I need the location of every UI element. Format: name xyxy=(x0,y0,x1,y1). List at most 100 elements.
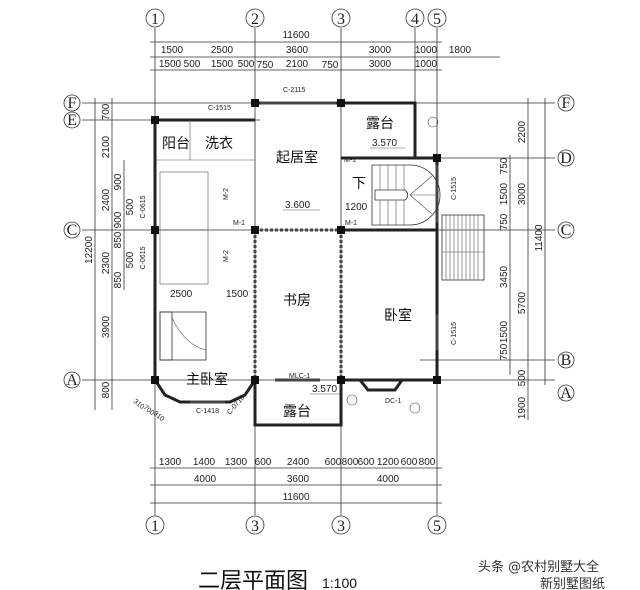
dimension-label: M-1 xyxy=(344,157,356,164)
dimension-label: 600 xyxy=(255,457,272,468)
dimension-label: F xyxy=(562,95,571,112)
axis-bubble-5: 5 xyxy=(427,8,447,28)
exterior-steps xyxy=(441,214,485,281)
dimension-label: 1500 xyxy=(499,320,510,343)
dimension-label: 500 xyxy=(125,251,136,268)
dimension-label: 750 xyxy=(499,213,510,230)
top-dimensions: 11600 1500 2500 3600 3000 1000 1800 1500… xyxy=(150,30,500,71)
axis-bubble-A: A xyxy=(63,371,81,389)
dimension-label: 5 xyxy=(433,518,441,535)
dimension-label: 1200 xyxy=(345,202,368,213)
dimension-label: 800 xyxy=(101,381,112,398)
axis-bubble-4: 4 xyxy=(405,8,425,28)
room-terrace-top: 露台 xyxy=(366,116,394,132)
dimension-label: 2400 xyxy=(101,188,112,211)
dimension-label: 2500 xyxy=(170,289,193,300)
watermark: 头条 @农村别墅大全 新别墅图纸 xyxy=(478,559,605,590)
dimension-label: 4000 xyxy=(377,474,400,485)
dimension-label: 12200 xyxy=(84,236,95,264)
axis-bubble-A-right: A xyxy=(557,384,575,402)
dimension-label: 2100 xyxy=(286,59,309,70)
room-laundry: 洗衣 xyxy=(205,136,233,152)
elevation-marks: 3.600 3.570 3.570 xyxy=(283,116,439,414)
bottom-dimensions: 1300 1400 1300 600 2400 600 800 600 1200… xyxy=(150,457,442,504)
dimension-label: 600 xyxy=(358,457,375,468)
dimension-label: 900 xyxy=(113,211,124,228)
dimension-label: 5 xyxy=(433,11,441,28)
dimension-label: 1000 xyxy=(415,45,438,56)
dimension-label: 850 xyxy=(113,271,124,288)
dimension-label: 700 xyxy=(101,103,112,120)
room-terrace-bottom: 露台 xyxy=(283,404,311,420)
dimension-label: C-0615 xyxy=(140,195,147,218)
dimension-label: 1000 xyxy=(415,59,438,70)
dimension-label: 1400 xyxy=(193,457,216,468)
room-bedroom: 卧室 xyxy=(384,307,412,324)
dimension-label: 310 xyxy=(152,410,166,423)
dimension-label: 1900 xyxy=(517,396,528,419)
stair-down-label: 下 xyxy=(352,176,366,192)
axis-bubbles: 1 2 3 4 5 1 3 3 5 F E C A F D C B A xyxy=(63,8,575,535)
dimension-label: 850 xyxy=(113,231,124,248)
dimension-label: 3.570 xyxy=(312,384,337,395)
dimension-label: A xyxy=(66,372,78,389)
dimension-label: C-0615 xyxy=(140,246,147,269)
drawing-title: 二层平面图 1:100 xyxy=(198,569,357,590)
dimension-label: B xyxy=(561,352,572,369)
dimension-label: 3 xyxy=(251,518,259,535)
dimension-label: 2 xyxy=(251,11,259,28)
right-dimensions: 11400 2200 3000 5700 500 1900 750 1500 7… xyxy=(499,98,546,420)
dimension-label: 3900 xyxy=(101,315,112,338)
axis-bubble-C-right: C xyxy=(557,221,575,239)
room-living: 起居室 xyxy=(276,149,318,166)
dimension-label: C xyxy=(561,222,572,239)
dimension-label: C-1515 xyxy=(451,177,458,200)
axis-bubble-F: F xyxy=(63,94,81,112)
dimension-label: C-1515 xyxy=(208,105,231,112)
axis-bubble-1: 1 xyxy=(145,8,165,28)
dimension-label: 3.600 xyxy=(285,200,310,211)
dimension-label: 4 xyxy=(411,11,419,28)
walls xyxy=(151,99,441,427)
dimension-label: 1500 xyxy=(499,182,510,205)
dimension-label: 750 xyxy=(499,343,510,360)
dimension-label: 1200 xyxy=(377,457,400,468)
axis-bubble-5-bottom: 5 xyxy=(427,515,447,535)
dimension-label: 3450 xyxy=(499,265,510,288)
room-labels: 阳台 洗衣 起居室 露台 下 书房 卧室 主卧室 露台 xyxy=(162,116,412,420)
dimension-label: 1300 xyxy=(225,457,248,468)
room-master-bedroom: 主卧室 xyxy=(186,371,228,388)
dimension-label: 1500 xyxy=(211,59,234,70)
dimension-label: 5700 xyxy=(517,291,528,314)
room-balcony: 阳台 xyxy=(162,136,190,152)
axis-bubble-B: B xyxy=(557,351,575,369)
axis-bubble-C: C xyxy=(63,221,81,239)
dimension-label: 3600 xyxy=(286,45,309,56)
scale-text: 1:100 xyxy=(322,575,357,590)
dimension-label: 2400 xyxy=(287,457,310,468)
dimension-label: 3000 xyxy=(369,45,392,56)
dimension-label: C-1515 xyxy=(451,322,458,345)
axis-bubble-3: 3 xyxy=(331,8,351,28)
dimension-label: 3000 xyxy=(369,59,392,70)
left-dimensions: 12200 700 2100 2400 2300 3900 800 900 50… xyxy=(84,98,165,423)
dimension-label: 2300 xyxy=(101,251,112,274)
axis-bubble-F-right: F xyxy=(557,94,575,112)
dimension-label: 4000 xyxy=(194,474,217,485)
dimension-label: DC-1 xyxy=(385,398,401,405)
dimension-label: 3000 xyxy=(517,182,528,205)
dimension-label: 1300 xyxy=(159,457,182,468)
dimension-label: 11600 xyxy=(282,492,310,503)
axis-bubble-3-bottom: 3 xyxy=(331,515,351,535)
dimension-label: 3.570 xyxy=(372,138,397,149)
dimension-label: D xyxy=(560,150,572,167)
dimension-label: 1 xyxy=(151,11,159,28)
dimension-label: 600 xyxy=(325,457,342,468)
room-study: 书房 xyxy=(283,293,311,309)
dimension-label: M-1 xyxy=(345,220,357,227)
axis-bubble-D: D xyxy=(557,149,575,167)
dimension-label: 800 xyxy=(419,457,436,468)
dimension-label: 500 xyxy=(125,198,136,215)
dimension-label: E xyxy=(67,112,77,129)
